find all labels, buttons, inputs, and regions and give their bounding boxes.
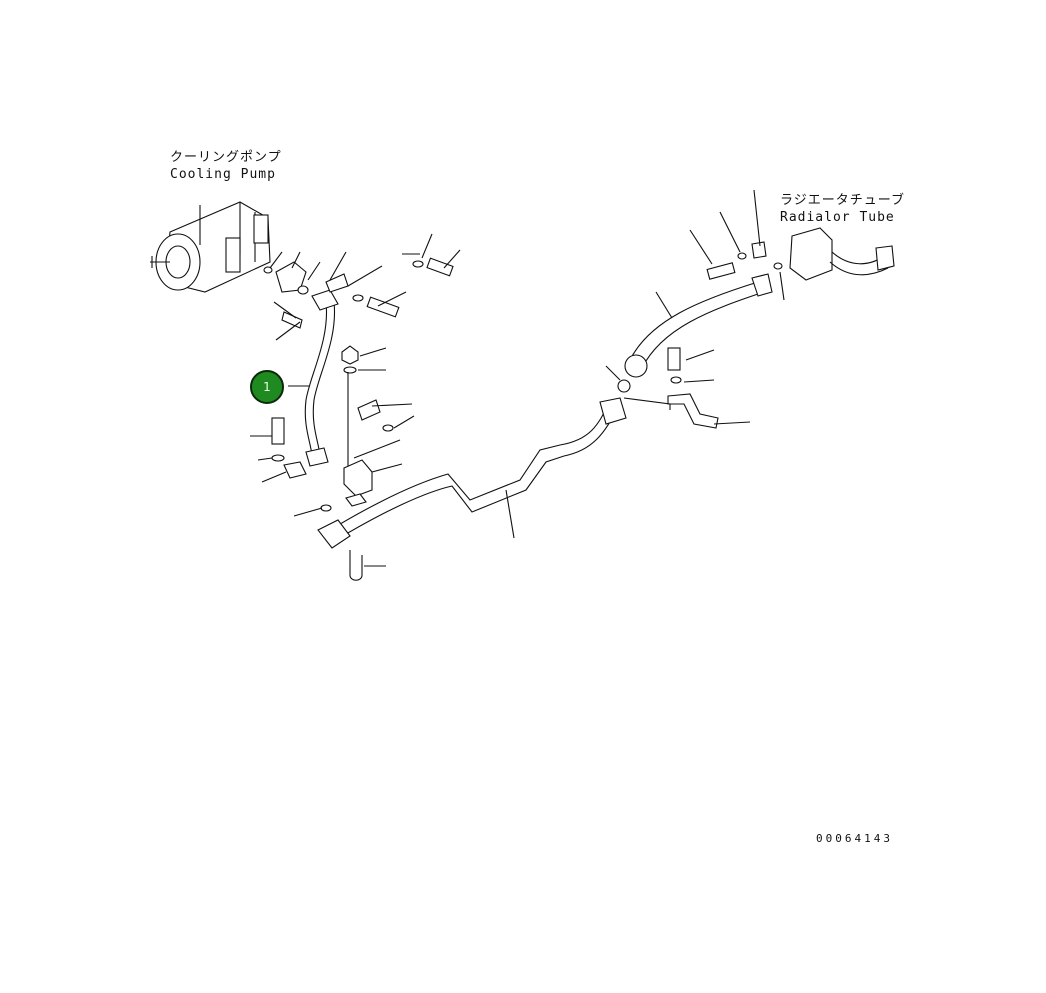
pump-flange-parts	[263, 261, 309, 329]
drawing-code: 00064143	[816, 832, 893, 845]
cooling-pump-label-en: Cooling Pump	[170, 167, 276, 182]
cooling-pump-drawing	[150, 201, 271, 293]
part-callout-1[interactable]: 1	[250, 370, 284, 404]
hose-2	[617, 273, 773, 393]
radiator-tube-label-jp: ラジエータチューブ	[780, 193, 905, 208]
middle-hardware	[325, 257, 454, 507]
radiator-tube-label-en: Radialor Tube	[780, 210, 895, 225]
hose-1	[304, 289, 339, 467]
right-bracket-parts	[667, 347, 719, 429]
radiator-tube-drawing	[706, 227, 895, 281]
steel-tube	[317, 397, 627, 581]
part-callout-number: 1	[263, 380, 271, 394]
left-small-parts	[271, 417, 332, 512]
leader-lines	[250, 189, 785, 567]
cooling-pump-label-jp: クーリングポンプ	[170, 150, 282, 165]
